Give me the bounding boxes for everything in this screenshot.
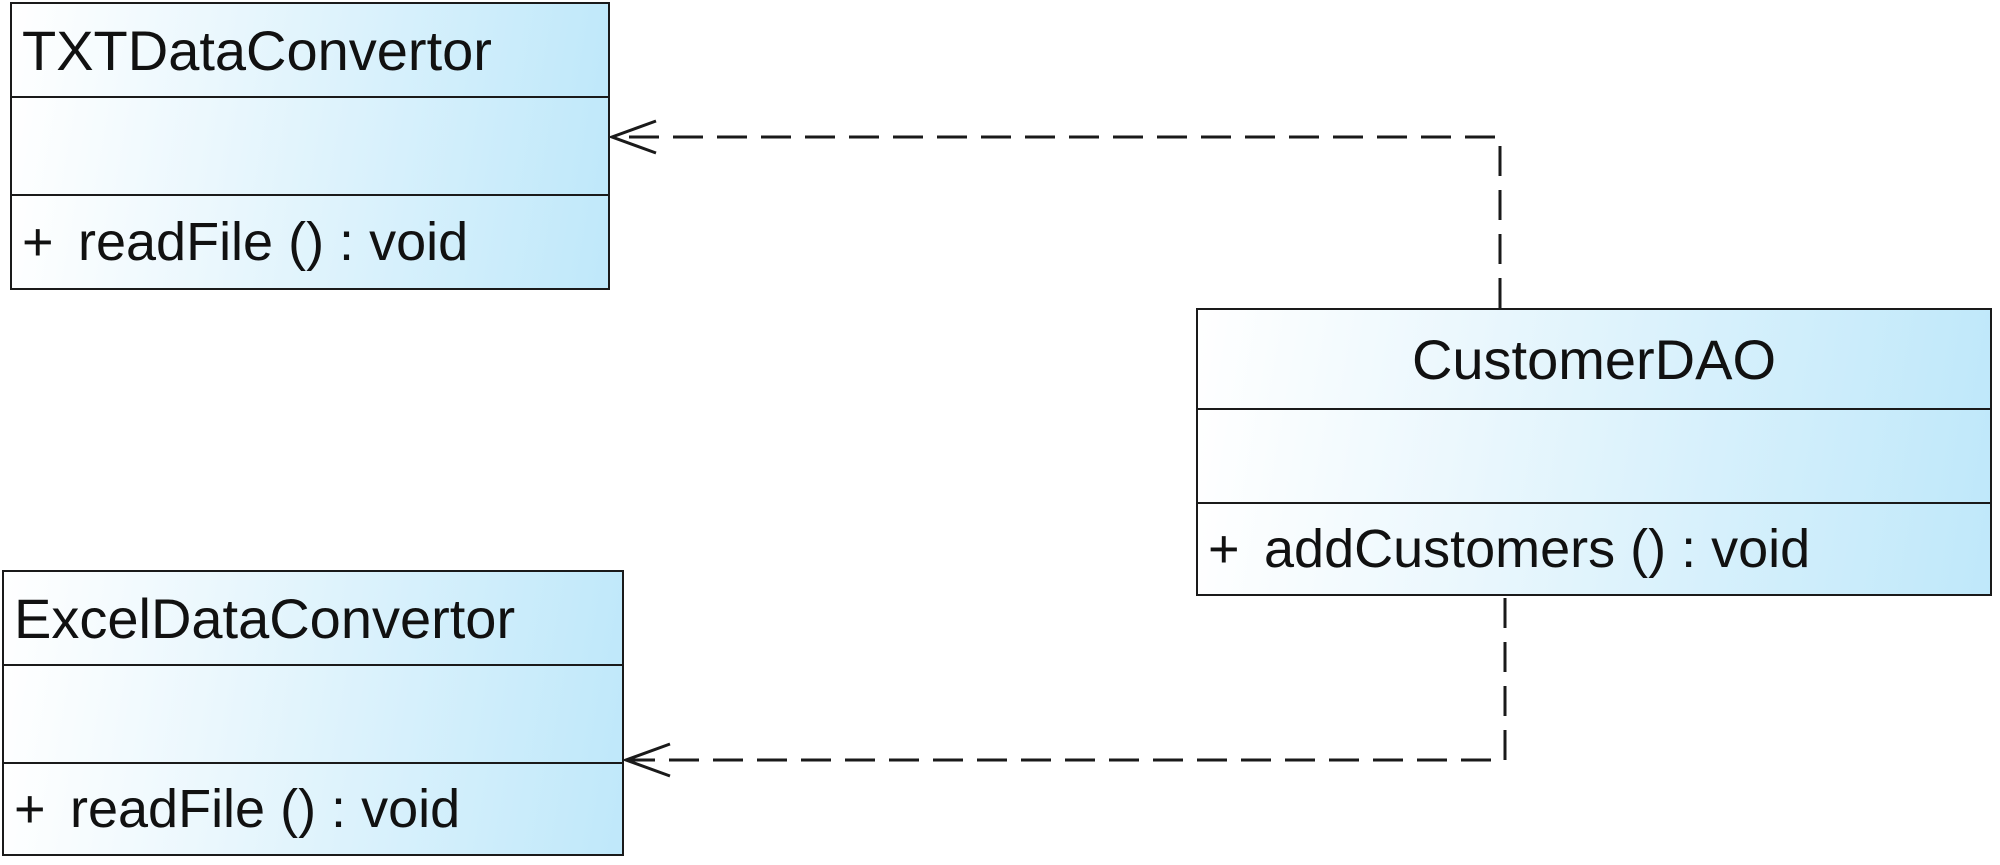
class-name-section: TXTDataConvertor bbox=[12, 4, 608, 96]
operations-section: + readFile () : void bbox=[12, 194, 608, 288]
visibility-marker: + bbox=[1208, 519, 1240, 579]
visibility-marker: + bbox=[14, 779, 46, 839]
class-box-txt-data-convertor[interactable]: TXTDataConvertor + readFile () : void bbox=[10, 2, 610, 290]
operation-signature: readFile () : void bbox=[78, 212, 469, 272]
open-arrowhead bbox=[621, 742, 671, 778]
attributes-section bbox=[4, 664, 622, 762]
operation-signature: readFile () : void bbox=[70, 779, 461, 839]
class-box-customer-dao[interactable]: CustomerDAO + addCustomers () : void bbox=[1196, 308, 1992, 596]
visibility-marker: + bbox=[22, 212, 54, 272]
attributes-section bbox=[1198, 408, 1990, 502]
class-box-excel-data-convertor[interactable]: ExcelDataConvertor + readFile () : void bbox=[2, 570, 624, 856]
class-name: CustomerDAO bbox=[1411, 327, 1777, 391]
dependency-line bbox=[626, 598, 1507, 762]
open-arrowhead bbox=[607, 119, 657, 155]
dependency-arrow-customer-to-excel[interactable] bbox=[621, 598, 1507, 778]
operations-section: + addCustomers () : void bbox=[1198, 502, 1990, 594]
class-name: ExcelDataConvertor bbox=[14, 586, 516, 650]
dependency-line bbox=[612, 135, 1502, 308]
operations-section: + readFile () : void bbox=[4, 762, 622, 854]
operation-signature: addCustomers () : void bbox=[1264, 519, 1811, 579]
dependency-arrow-customer-to-txt[interactable] bbox=[607, 119, 1502, 308]
class-name-section: CustomerDAO bbox=[1198, 310, 1990, 408]
attributes-section bbox=[12, 96, 608, 194]
class-name-section: ExcelDataConvertor bbox=[4, 572, 622, 664]
class-name: TXTDataConvertor bbox=[22, 18, 492, 82]
